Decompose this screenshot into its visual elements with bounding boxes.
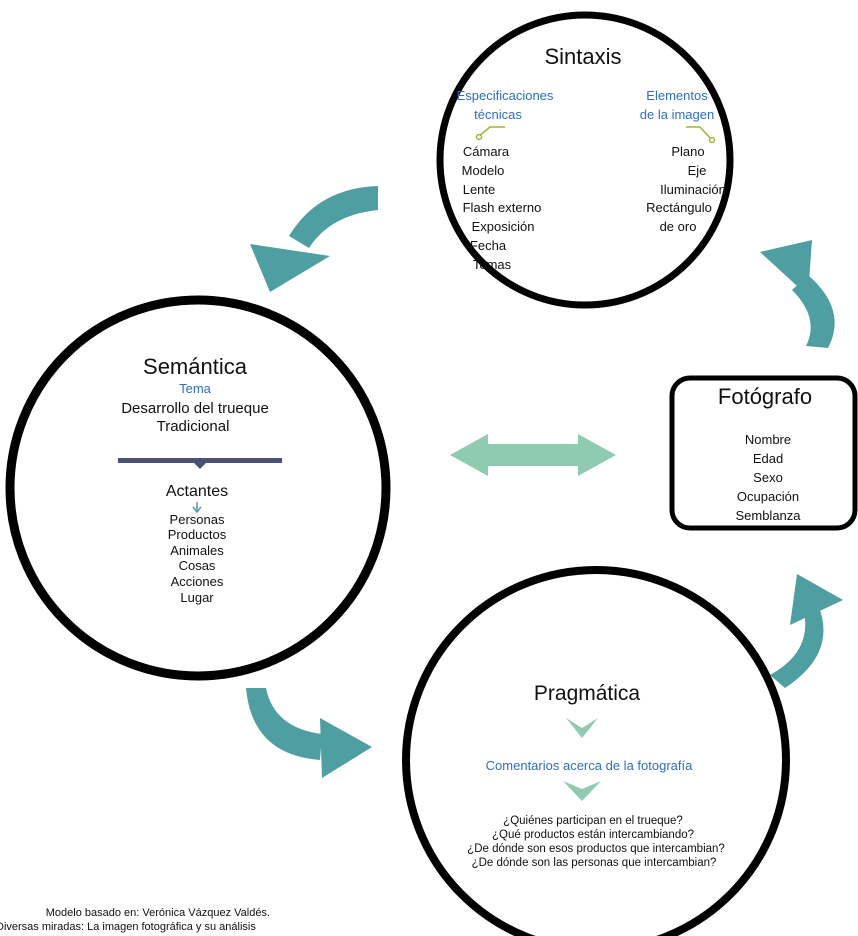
curved-arrow-fotografo-to-sintaxis [792, 275, 835, 348]
sintaxis-left-item: Flash externo [462, 200, 542, 215]
sintaxis-left-item: Cámara [462, 144, 510, 159]
actantes-item: Personas [169, 512, 225, 527]
fotografo-item: Semblanza [735, 508, 801, 523]
fotografo-title: Fotógrafo [717, 384, 813, 409]
arrowhead-fotografo-to-sintaxis [760, 240, 812, 296]
connector-right [686, 126, 712, 140]
divider-notch [194, 463, 206, 469]
actantes-item: Animales [170, 543, 224, 558]
sintaxis-right-item: Plano [671, 144, 705, 159]
sintaxis-circle [436, 11, 734, 309]
connector-left [478, 126, 505, 137]
footer-line: Modelo basado en: Verónica Vázquez Valdé… [45, 907, 270, 919]
sintaxis-right-heading-1: Elementos [646, 88, 708, 103]
footer-note: Modelo basado en: Verónica Vázquez Valdé… [0, 906, 290, 934]
actantes-title: Actantes [165, 483, 229, 500]
sintaxis-left-heading-1: Especificaciones [456, 88, 554, 103]
semantica-tema-line: Desarrollo del trueque [121, 400, 269, 417]
sintaxis-left-item: Exposición [471, 219, 535, 234]
curved-arrow-sintaxis-to-semantica [289, 186, 378, 248]
arrowhead-sintaxis-to-semantica [250, 244, 330, 292]
actantes-arrow-head [192, 506, 202, 514]
footer-line: Diversas miradas: La imagen fotográfica … [0, 921, 256, 933]
semantica-tema-label: Tema [179, 381, 211, 396]
sintaxis-right-heading-2: de la imagen [639, 107, 715, 122]
sintaxis-right-item: Iluminación [660, 182, 726, 197]
semantica-circle [5, 295, 391, 681]
connector-right-dot [708, 136, 716, 144]
pragmatica-chevron-1 [566, 718, 598, 738]
sintaxis-right-item: Rectángulo [646, 200, 712, 215]
actantes-item: Cosas [178, 558, 216, 573]
fotografo-item: Nombre [744, 432, 792, 447]
fotografo-item: Sexo [753, 470, 783, 485]
actantes-item: Productos [167, 527, 227, 542]
pragmatica-question: ¿De dónde son esos productos que interca… [467, 843, 725, 855]
fotografo-box [669, 375, 858, 531]
pragmatica-question: ¿Qué productos están intercambiando? [491, 829, 695, 841]
fotografo-item: Ocupación [736, 489, 800, 504]
sintaxis-left-heading-2: técnicas [474, 107, 522, 122]
fotografo-item: Edad [752, 451, 784, 466]
sintaxis-left-item: Tomas [472, 257, 512, 272]
curved-arrow-pragmatica-to-fotografo [770, 610, 824, 688]
connector-left-dot [475, 133, 483, 141]
sintaxis-left-item: Fecha [469, 238, 507, 253]
pragmatica-question: ¿Quiénes participan en el trueque? [503, 815, 683, 827]
sintaxis-right-item: de oro [659, 219, 697, 234]
semantica-divider [118, 458, 282, 463]
actantes-item: Lugar [180, 590, 214, 605]
sintaxis-right-item: Eje [687, 163, 707, 178]
pragmatica-question: ¿De dónde son las personas que intercamb… [471, 857, 717, 869]
sintaxis-title: Sintaxis [544, 44, 622, 69]
semantica-tema-line: Tradicional [156, 418, 230, 435]
actantes-item: Acciones [170, 574, 224, 589]
pragmatica-chevron-2 [563, 781, 601, 801]
double-arrow [450, 434, 616, 476]
pragmatica-circle [402, 566, 790, 936]
pragmatica-title: Pragmática [533, 682, 641, 705]
curved-arrow-semantica-to-pragmatica [246, 688, 322, 760]
sintaxis-left-item: Modelo [461, 163, 505, 178]
arrowhead-semantica-to-pragmatica [320, 718, 372, 778]
semantica-title: Semántica [143, 354, 247, 379]
pragmatica-subtitle: Comentarios acerca de la fotografía [485, 758, 693, 773]
arrowhead-pragmatica-to-fotografo [790, 574, 843, 625]
sintaxis-left-item: Lente [462, 182, 496, 197]
